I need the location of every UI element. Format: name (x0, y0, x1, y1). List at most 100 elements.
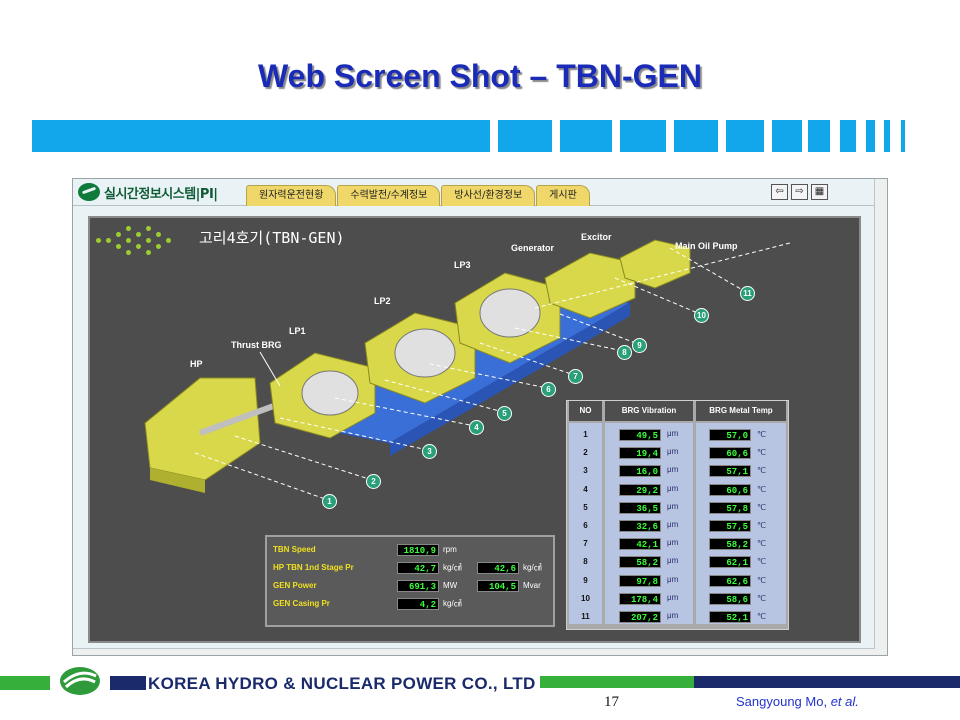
bearing-header-no: NO (569, 401, 602, 421)
decorative-dots (96, 226, 196, 256)
bearing-temp-value-6: 57,5 (709, 520, 751, 532)
bearing-no-1: 1 (583, 430, 588, 439)
label-thrust-brg: Thrust BRG (231, 340, 282, 350)
bearing-no-column (569, 423, 602, 624)
tab-bulletin-board[interactable]: 게시판 (536, 185, 590, 206)
tbn-speed-unit: rpm (443, 545, 457, 554)
bearing-no-9: 9 (583, 575, 588, 585)
bearing-no-3: 3 (583, 466, 588, 476)
hp-pressure-value-2: 42,6 (477, 562, 519, 574)
label-lp3: LP3 (454, 260, 471, 270)
bearing-vibration-value-5: 36,5 (619, 501, 661, 514)
bearing-marker-7[interactable]: 7 (568, 369, 583, 384)
back-icon[interactable]: ⇦ (771, 184, 788, 200)
bearing-temp-unit-10: ℃ (757, 593, 766, 603)
gen-power-value-2: 104,5 (477, 580, 519, 592)
bearing-temp-value-5: 57,8 (709, 501, 751, 514)
lp1-rotor (301, 370, 359, 416)
bearing-marker-10[interactable]: 10 (694, 308, 709, 323)
bearing-marker-6[interactable]: 6 (541, 382, 556, 397)
hp-pressure-value-1: 42,7 (397, 562, 439, 574)
company-name: KOREA HYDRO & NUCLEAR POWER CO., LTD (148, 674, 536, 693)
app-logo-text: 실시간정보시스템|PI| (104, 186, 218, 202)
bearing-temp-unit-11: ℃ (757, 612, 766, 621)
bearing-temp-value-4: 60,6 (709, 483, 751, 496)
gen-casing-label: GEN Casing Pr (273, 599, 330, 608)
bearing-vibration-value-4: 29,2 (619, 483, 661, 496)
generator-casing (544, 252, 636, 319)
bearing-vibration-value-6: 32,6 (619, 520, 661, 532)
bearing-no-7: 7 (583, 539, 588, 549)
bearing-vibration-unit-8: μm (667, 556, 679, 566)
chart-icon[interactable]: ▦ (811, 184, 828, 200)
label-excitor: Excitor (581, 232, 612, 242)
tab-nuclear-operation[interactable]: 원자력운전현황 (246, 185, 337, 206)
bearing-marker-3[interactable]: 3 (422, 444, 437, 459)
author-credit: Sangyoung Mo, et al. (736, 694, 859, 709)
bearing-header-temp: BRG Metal Temp (696, 401, 786, 421)
label-main-oil-pump: Main Oil Pump (675, 241, 738, 251)
bearing-temp-value-2: 60,6 (709, 447, 751, 460)
lp3-rotor (479, 288, 541, 338)
turbine-generator-diagram (144, 239, 791, 501)
excitor-casing (619, 239, 691, 289)
tab-hydro-power[interactable]: 수력발전/수계정보 (337, 185, 441, 206)
lp2-rotor (394, 328, 456, 378)
bearing-marker-11[interactable]: 11 (740, 286, 755, 301)
label-lp1: LP1 (289, 326, 306, 336)
bearing-temp-unit-7: ℃ (757, 539, 766, 549)
vertical-scrollbar[interactable] (874, 179, 887, 655)
bearing-marker-5[interactable]: 5 (497, 406, 512, 421)
bearing-no-5: 5 (583, 502, 588, 512)
bearing-temp-value-7: 58,2 (709, 538, 751, 551)
bearing-vibration-value-3: 16,0 (619, 465, 661, 478)
bearing-vibration-unit-4: μm (667, 483, 679, 493)
bearing-temp-unit-5: ℃ (757, 502, 766, 512)
bearing-vibration-value-7: 42,1 (619, 538, 661, 551)
khnp-logo-icon (78, 183, 100, 201)
bearing-vibration-unit-10: μm (667, 592, 679, 602)
bearing-vibration-value-10: 178,4 (619, 592, 661, 605)
author-suffix: et al. (830, 694, 859, 709)
bearing-temp-value-3: 57,1 (709, 465, 751, 478)
bearing-temp-unit-4: ℃ (757, 484, 766, 494)
bearing-vibration-value-11: 207,2 (619, 611, 661, 623)
tab-radiation-environment[interactable]: 방사선/환경정보 (441, 185, 536, 206)
app-logo[interactable]: 실시간정보시스템|PI| (78, 182, 218, 202)
khnp-footer-logo-icon (60, 667, 100, 695)
bearing-marker-8[interactable]: 8 (617, 345, 632, 360)
forward-icon[interactable]: ⇨ (791, 184, 808, 200)
bearing-no-4: 4 (583, 484, 588, 494)
bearing-temp-unit-1: ℃ (757, 430, 766, 439)
bearing-vibration-unit-5: μm (667, 501, 679, 511)
app-tabs: 원자력운전현황 수력발전/수계정보 방사선/환경정보 게시판 (246, 185, 591, 206)
bearing-temp-value-1: 57,0 (709, 429, 751, 441)
gen-power-value-1: 691,3 (397, 580, 439, 592)
panel-title: 고리4호기(TBN-GEN) (199, 229, 345, 247)
label-lp2: LP2 (374, 296, 391, 306)
bearing-marker-2[interactable]: 2 (366, 474, 381, 489)
bearing-no-11: 11 (581, 612, 590, 621)
bearing-header-vibration: BRG Vibration (605, 401, 693, 421)
bearing-marker-1[interactable]: 1 (322, 494, 337, 509)
bearing-no-2: 2 (583, 448, 588, 458)
bearing-marker-4[interactable]: 4 (469, 420, 484, 435)
bearing-temp-unit-2: ℃ (757, 448, 766, 458)
gen-casing-unit: kg/㎠ (443, 599, 462, 608)
gen-casing-value: 4,2 (397, 598, 439, 610)
bearing-vibration-unit-7: μm (667, 538, 679, 548)
page-number: 17 (604, 694, 619, 710)
bearing-vibration-value-2: 19,4 (619, 447, 661, 460)
bearing-vibration-unit-1: μm (667, 429, 679, 438)
hp-pressure-unit-1: kg/㎠ (443, 563, 462, 572)
slide-title: Web Screen Shot – TBN-GEN (258, 58, 702, 94)
bearing-vibration-unit-2: μm (667, 447, 679, 457)
bearing-temp-unit-8: ℃ (757, 557, 766, 567)
horizontal-scrollbar[interactable] (73, 648, 875, 655)
toolbar-buttons: ⇦ ⇨ ▦ (771, 184, 828, 200)
bearing-marker-9[interactable]: 9 (632, 338, 647, 353)
label-hp: HP (190, 359, 203, 369)
hp-pressure-label: HP TBN 1nd Stage Pr (273, 563, 354, 572)
bearing-temp-value-9: 62,6 (709, 574, 751, 587)
